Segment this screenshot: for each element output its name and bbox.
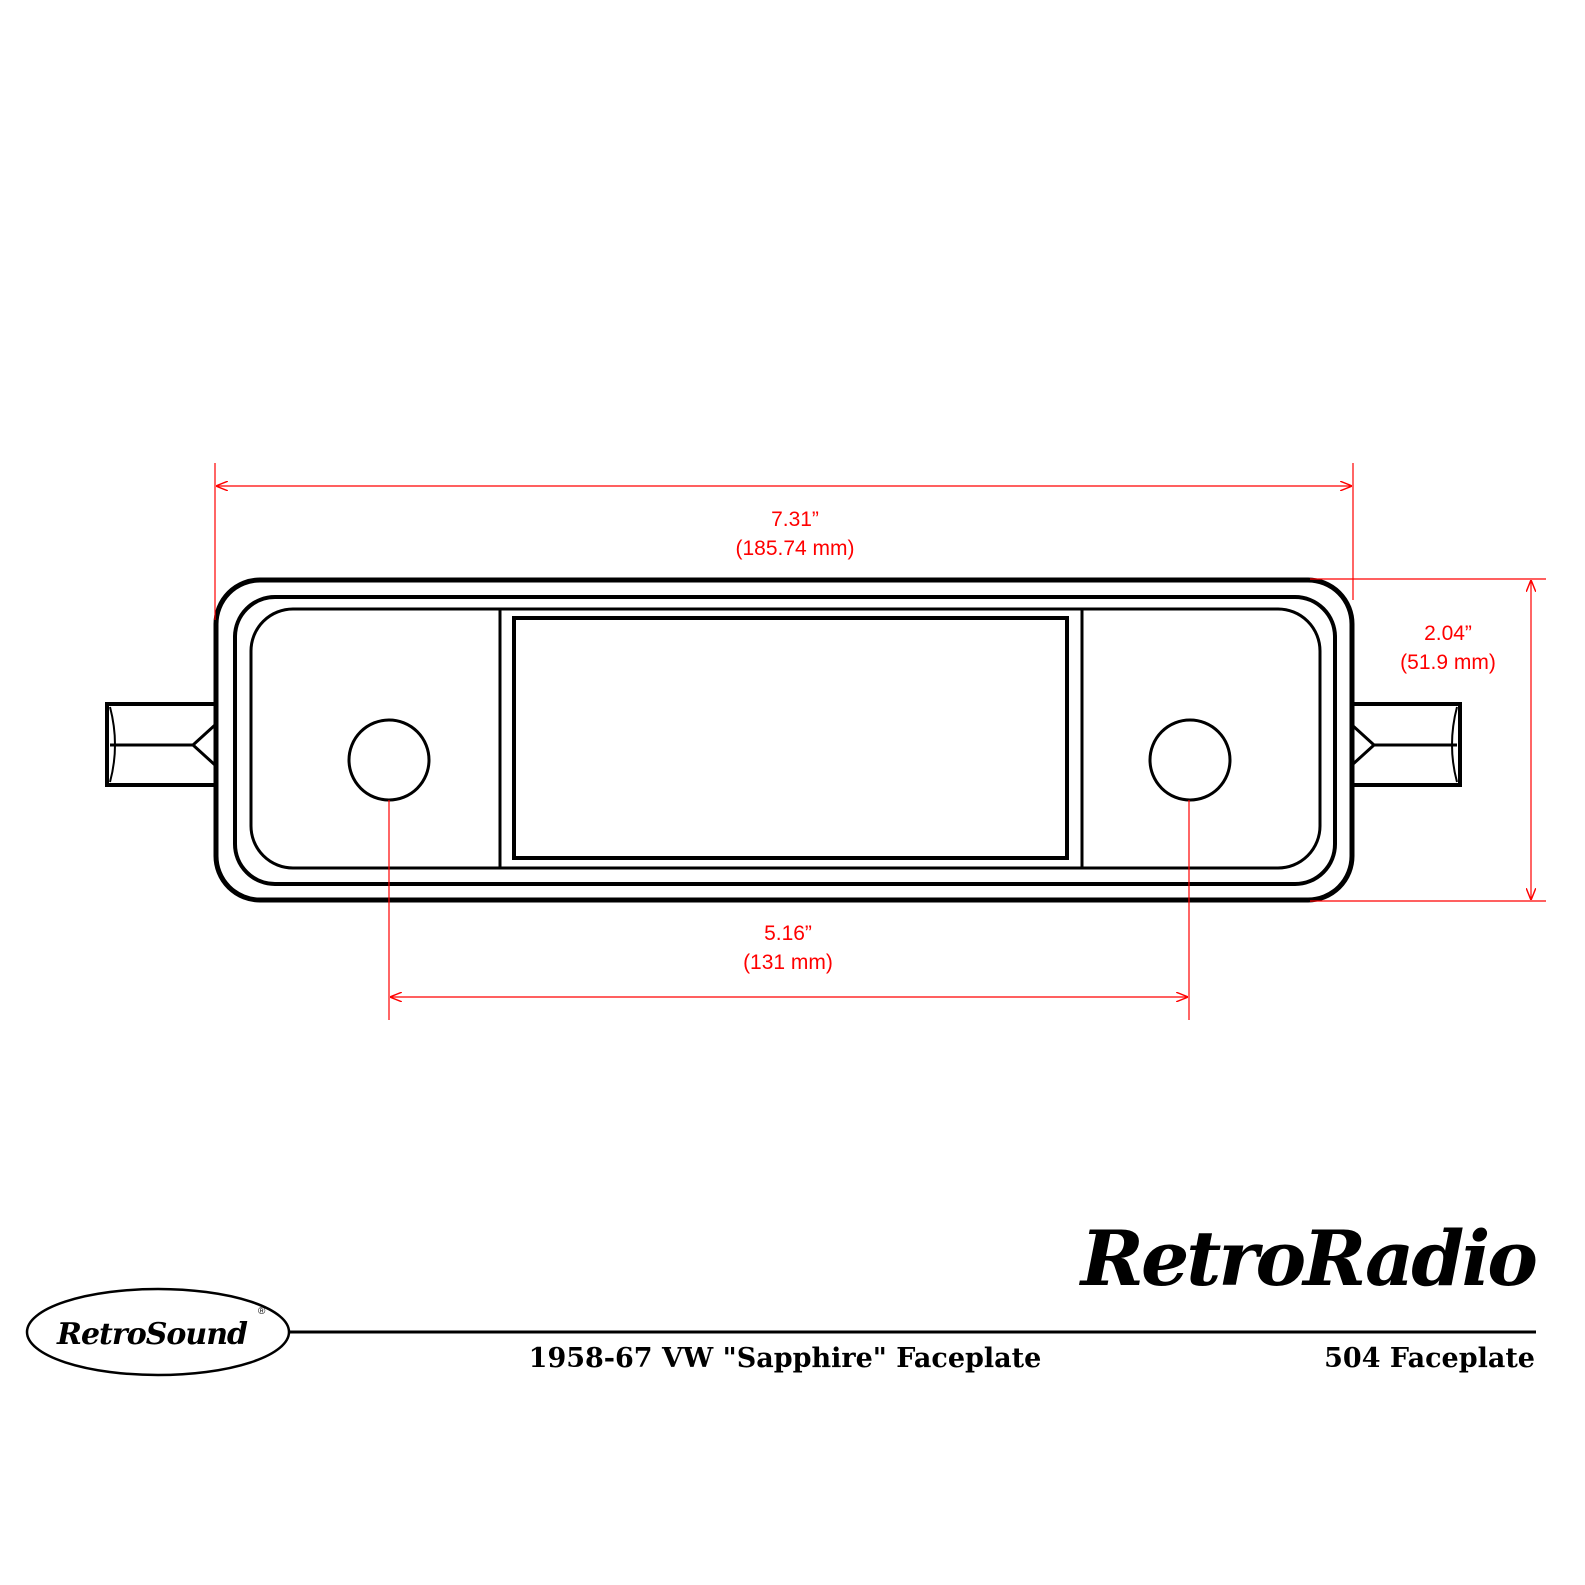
inner-panel — [249, 607, 1322, 870]
width-mm: (185.74 mm) — [735, 537, 854, 560]
retrosound-logo: RetroSound — [56, 1317, 248, 1352]
middle-bezel — [233, 595, 1337, 886]
model-label: 504 Faceplate — [1324, 1343, 1535, 1374]
right-knob-hole — [1148, 718, 1232, 802]
retroradio-logo: RetroRadio — [1079, 1214, 1540, 1303]
left-knob-hole — [347, 718, 431, 802]
faceplate — [105, 577, 1462, 903]
height-mm: (51.9 mm) — [1400, 651, 1496, 674]
outer-bezel — [213, 577, 1355, 903]
registered-mark: ® — [258, 1306, 266, 1317]
right-mounting-tab — [1350, 702, 1462, 787]
height-inches: 2.04” — [1424, 622, 1472, 645]
spacing-inches: 5.16” — [764, 922, 812, 945]
left-mounting-tab — [105, 702, 217, 787]
width-inches: 7.31” — [771, 508, 819, 531]
height-dimension: 2.04” (51.9 mm) — [1310, 578, 1546, 902]
knob-spacing-dimension: 5.16” (131 mm) — [388, 800, 1190, 1020]
display-window — [512, 616, 1069, 860]
spacing-mm: (131 mm) — [743, 951, 833, 974]
footer: RetroSound ® 1958-67 VW "Sapphire" Facep… — [25, 1287, 1536, 1377]
product-title: 1958-67 VW "Sapphire" Faceplate — [529, 1343, 1042, 1374]
width-dimension: 7.31” (185.74 mm) — [214, 463, 1354, 620]
retroradio-logo-text: RetroRadio — [1079, 1214, 1537, 1303]
